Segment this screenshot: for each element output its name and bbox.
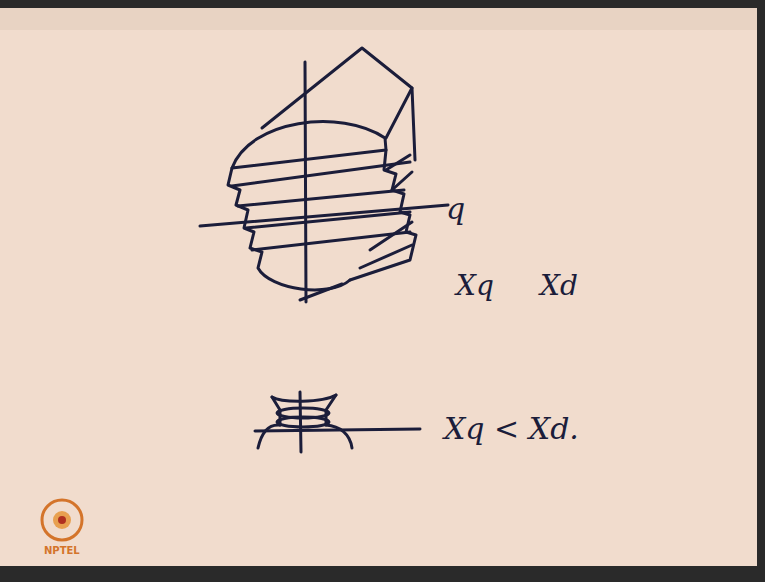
logo-core — [53, 511, 71, 529]
lamination — [360, 245, 412, 268]
pole-shoe — [272, 395, 336, 401]
paper-shade — [0, 8, 757, 30]
reactance-symbol: Xd — [540, 272, 578, 300]
nptel-logo — [42, 500, 82, 540]
logo-ring — [42, 500, 82, 540]
lamination — [238, 190, 404, 206]
pole-face — [232, 122, 386, 168]
pole-with-coil — [255, 392, 420, 452]
salient-pole-rotor — [200, 48, 448, 302]
lamination — [232, 162, 410, 186]
d-axis — [305, 62, 306, 302]
lamination — [370, 222, 412, 250]
yoke-arc — [258, 425, 280, 448]
logo-dot — [58, 516, 66, 524]
reactance-symbol: Xq — [456, 272, 494, 300]
inequality-note: Xq < Xd. — [444, 414, 579, 444]
paper-ground — [0, 8, 757, 566]
axis-label: q — [446, 194, 465, 224]
rotor-edge — [386, 88, 412, 138]
coil — [277, 417, 329, 427]
lamination — [392, 172, 412, 190]
rotor-back — [262, 48, 415, 160]
lamination — [300, 284, 342, 300]
watermark: NPTEL — [44, 546, 80, 556]
lamination — [246, 212, 410, 228]
lamination — [252, 232, 410, 250]
yoke-arc — [326, 425, 352, 448]
